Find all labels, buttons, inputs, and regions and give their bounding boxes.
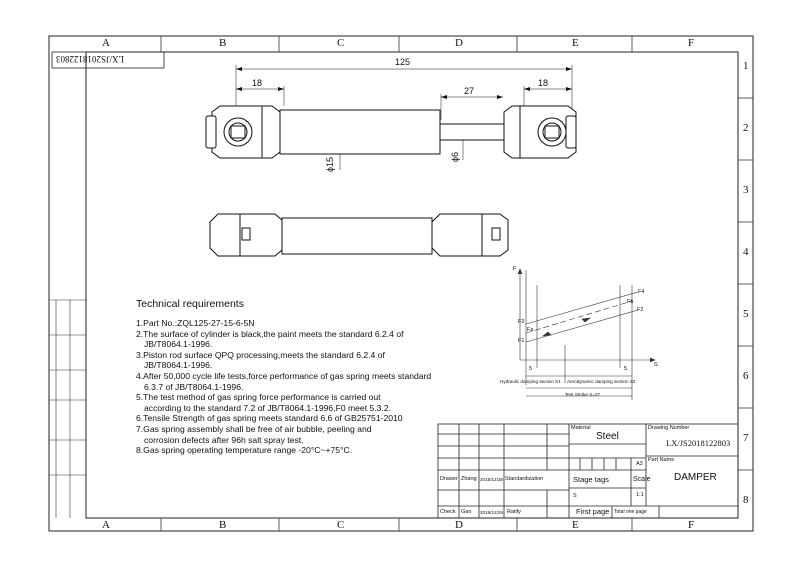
chart-label-f1: F1 (518, 338, 525, 344)
requirement-line: 6.Tensile Strength of gas spring meets s… (136, 413, 403, 424)
ratify-label: Ratify (507, 509, 522, 515)
col-label-d-bottom: D (455, 519, 463, 531)
dim-rod-extension: 27 (464, 86, 475, 96)
chart-label-fb: Fb (627, 299, 634, 305)
chart-s-mark-right: 5 (624, 366, 628, 372)
title-block-grid (437, 423, 739, 519)
row-label-7: 7 (743, 432, 749, 444)
dim-overall-length: 125 (395, 57, 411, 67)
col-label-f: F (688, 37, 695, 49)
requirement-line: 7.Gas spring assembly shall be free of a… (136, 423, 372, 434)
chart-s-mark-left: 5 (529, 366, 533, 372)
col-label-b-bottom: B (219, 519, 227, 531)
standardization-label: Standardization (505, 476, 544, 482)
dimension-arrows (236, 67, 572, 99)
total-pages-label: Total one page (614, 509, 647, 515)
dim-rod-diameter: ϕ6 (450, 151, 460, 162)
drawing-number-label: Drawing Number (648, 425, 690, 431)
col-label-a-bottom: A (102, 519, 110, 531)
drawing-code-stamp: LX/JS2018122803 (56, 54, 125, 64)
row-label-6: 6 (743, 370, 749, 382)
chart-label-f4: F4 (638, 289, 645, 295)
requirement-line: JB/T8064.1-1996. (144, 339, 213, 350)
chart-hydraulic-label: Hydraulic damping section S1 (500, 379, 561, 384)
row-ticks (738, 97, 753, 471)
requirement-line: corrosion defects after 96h salt spray t… (144, 434, 304, 445)
dim-left-end: 18 (252, 78, 263, 88)
requirement-line: 1.Part No.:ZQL125-27-15-6-5N (136, 318, 255, 328)
outer-border (48, 35, 754, 532)
column-ticks (160, 36, 633, 531)
side-strip (49, 299, 86, 518)
row-label-4: 4 (743, 246, 749, 258)
col-label-c: C (337, 37, 345, 49)
drawing-number-value: LX/JS2018122803 (666, 438, 731, 448)
stage-value: S (573, 493, 577, 499)
requirements-title: Technical requirements (136, 298, 244, 310)
part-name-value: DAMPER (674, 472, 717, 483)
drawer-name: Zhang (461, 476, 477, 482)
first-page-label: First page (576, 507, 610, 516)
chart-label-f3: F3 (518, 319, 525, 325)
col-label-b: B (219, 37, 227, 49)
check-label: Check (440, 509, 456, 515)
row-label-3: 3 (743, 184, 749, 196)
dim-cylinder-diameter: ϕ15 (325, 156, 335, 172)
drawer-label: Drawer (440, 476, 458, 482)
requirement-line: according to the standard 7.2 of JB/T806… (144, 402, 391, 413)
row-label-8: 8 (743, 494, 749, 506)
dim-right-end: 18 (538, 78, 549, 88)
requirement-line: 5.The test method of gas spring force pe… (136, 392, 381, 403)
checker-name: Gao (461, 509, 472, 515)
gas-spring-side-view (209, 213, 509, 257)
requirement-line: 3.Piston rod surface QPQ processing,meet… (136, 349, 385, 360)
chart-stroke-label: Test Stroke S=27 (565, 392, 601, 397)
col-label-d: D (455, 37, 463, 49)
chart-y-axis-label: F (513, 266, 517, 272)
row-label-2: 2 (743, 122, 749, 134)
chart-label-fa: Fa (527, 327, 534, 333)
stage-tags-label: Stage tags (573, 475, 609, 484)
chart-label-f2: F2 (637, 307, 644, 313)
drawer-date: 2018/12/28 (480, 477, 503, 482)
requirement-line: 2.The surface of cylinder is black,the p… (136, 328, 404, 339)
chart-x-axis-label: S (654, 362, 658, 368)
gas-spring-top-view (205, 65, 577, 170)
material-label: Material (571, 425, 591, 431)
row-label-1: 1 (743, 60, 749, 72)
material-value: Steel (596, 431, 619, 442)
force-chart (517, 268, 656, 400)
row-label-5: 5 (743, 308, 749, 320)
requirement-line: 4.After 50,000 cycle life tests,force pe… (136, 370, 432, 381)
scale-label: Scale (633, 476, 651, 483)
col-label-e: E (572, 37, 579, 49)
col-label-a: A (102, 37, 110, 49)
requirement-line: JB/T8064.1-1996. (144, 360, 213, 371)
col-label-e-bottom: E (572, 519, 579, 531)
inner-border (85, 51, 739, 519)
requirements-list: 1.Part No.:ZQL125-27-15-6-5N 2.The surfa… (136, 318, 431, 456)
col-label-c-bottom: C (337, 519, 345, 531)
check-date: 2018/12/28 (480, 510, 503, 515)
stamp-box (51, 51, 165, 69)
chart-aerodynamic-label: Aerodynamic damping section S2 (567, 379, 636, 384)
requirement-line: 6.3.7 of JB/T8064.1-1996. (144, 381, 244, 392)
scale-value: 1:1 (636, 492, 644, 498)
sheet-size: A3 (636, 461, 643, 467)
requirement-line: 8.Gas spring operating temperature range… (136, 445, 353, 456)
part-name-label: Part Name (648, 457, 675, 463)
col-label-f-bottom: F (688, 519, 695, 531)
